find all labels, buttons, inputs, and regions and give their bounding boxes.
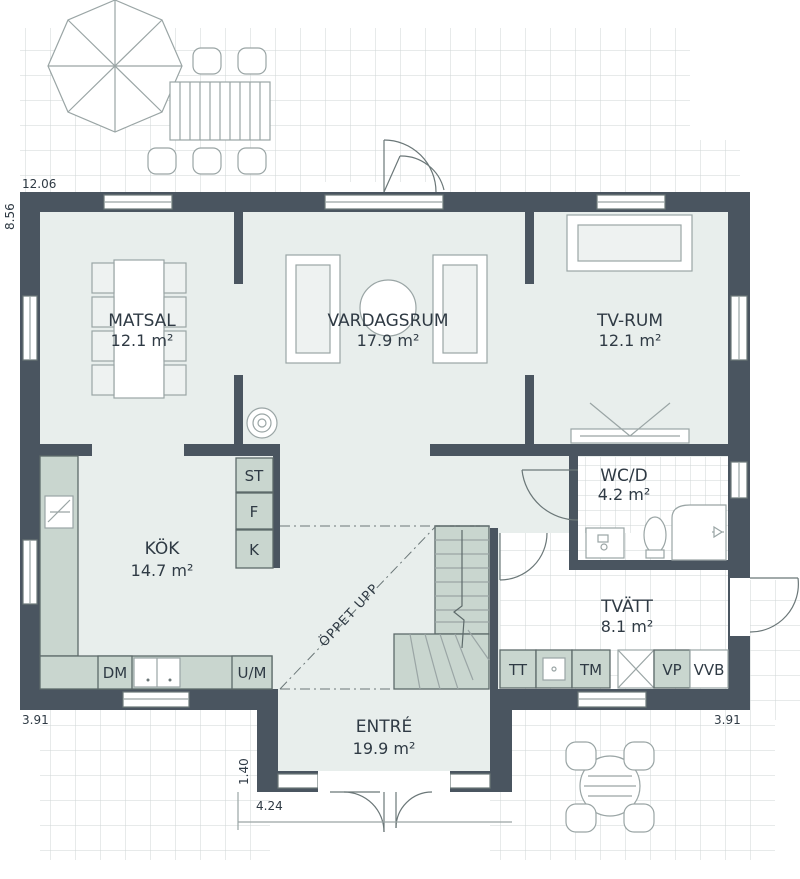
room-name: TV-RUM <box>596 311 663 331</box>
sofa-set-icon <box>285 254 488 364</box>
dimension-left-offset: 3.91 <box>22 713 49 727</box>
fireplace-icon <box>246 407 278 439</box>
fixture-label: TT <box>508 661 528 679</box>
open-above-outline <box>279 525 490 690</box>
fixture-dm: DM <box>97 655 133 690</box>
room-label-tvatt: TVÄTT 8.1 m² <box>600 596 653 636</box>
parasol-icon <box>47 0 183 133</box>
room-area: 12.1 m² <box>599 331 662 350</box>
fixture-label: VVB <box>694 661 725 679</box>
windows <box>22 194 748 789</box>
room-name: TVÄTT <box>600 596 653 617</box>
tv-bench-icon <box>570 402 690 444</box>
wc-fixtures <box>585 504 727 561</box>
doors <box>318 139 799 833</box>
dimension-entry-width: 4.24 <box>256 799 283 813</box>
shower-icon <box>671 504 727 561</box>
outdoor-round-table-icon <box>565 741 655 833</box>
room-area: 8.1 m² <box>601 617 654 636</box>
room-area: 19.9 m² <box>353 739 416 758</box>
staircase-icon <box>393 525 490 690</box>
outdoor-dining-set-icon <box>147 47 271 175</box>
room-name: WC/D <box>600 466 648 486</box>
room-name: VARDAGSRUM <box>328 311 449 331</box>
room-name: KÖK <box>145 537 181 559</box>
room-area: 17.9 m² <box>357 331 420 350</box>
fixture-label: TM <box>579 661 602 679</box>
room-name: MATSAL <box>108 311 176 331</box>
room-label-wc: WC/D 4.2 m² <box>598 466 651 504</box>
fixture-label: VP <box>662 661 681 679</box>
room-label-entre: ENTRÉ 19.9 m² <box>353 715 416 758</box>
room-area: 14.7 m² <box>131 561 194 580</box>
dimension-top-width: 12.06 <box>22 177 56 191</box>
laundry-fixtures: TT TM VP VVB <box>499 649 729 689</box>
fixture-label: U/M <box>238 664 267 682</box>
room-label-kok: KÖK 14.7 m² <box>131 537 194 580</box>
room-label-tvrum: TV-RUM 12.1 m² <box>596 311 663 350</box>
room-label-vardagsrum: VARDAGSRUM 17.9 m² <box>328 311 449 350</box>
room-area: 4.2 m² <box>598 485 651 504</box>
toilet-icon <box>643 516 667 554</box>
interior-walls <box>40 212 728 689</box>
room-label-matsal: MATSAL 12.1 m² <box>108 311 176 350</box>
storage-column: ST F K <box>235 457 274 569</box>
dimension-left-height: 8.56 <box>3 203 17 230</box>
fixture-um: U/M <box>231 655 273 690</box>
tv-room-sofa-icon <box>566 214 693 272</box>
dimension-right-offset: 3.91 <box>714 713 741 727</box>
room-area: 12.1 m² <box>111 331 174 350</box>
fixture-label: ST <box>245 467 265 485</box>
entry-floor <box>278 689 490 771</box>
room-name: ENTRÉ <box>356 715 412 737</box>
fixture-label: DM <box>103 664 128 682</box>
fixture-label: K <box>249 541 260 559</box>
fixture-label: F <box>250 503 259 521</box>
dimension-entry-depth: 1.40 <box>237 758 251 785</box>
dining-table-icon <box>91 259 187 399</box>
